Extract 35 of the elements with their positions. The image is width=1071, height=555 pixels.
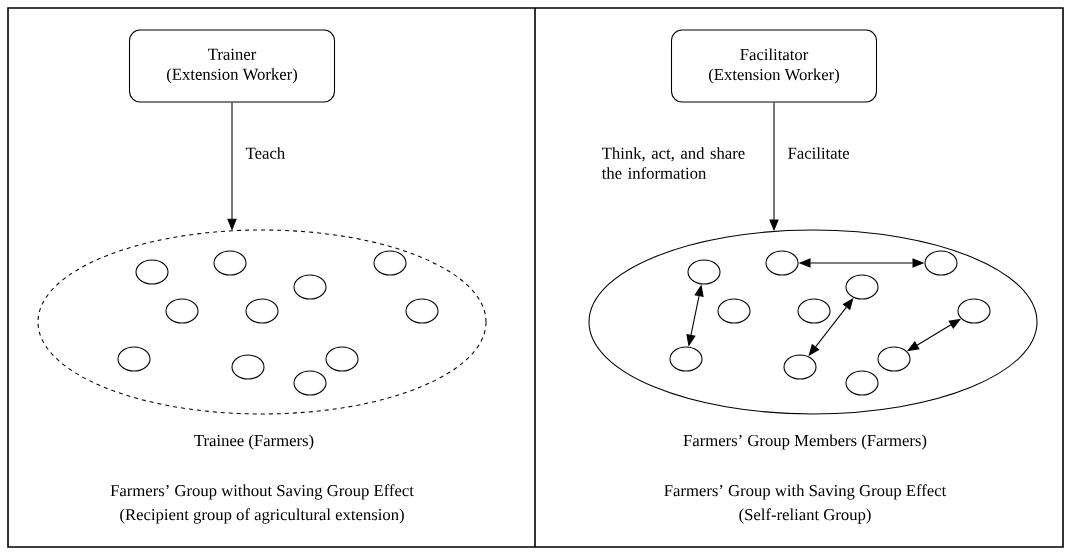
farmer-circle: [924, 250, 958, 276]
farmer-circle: [373, 250, 407, 276]
farmer-circle: [245, 298, 279, 324]
note-text: Think, act, and share the information: [601, 147, 745, 179]
panel-caption: Farmers’ Group with Saving Group Effect: [664, 484, 947, 500]
farmer-circle: [325, 346, 359, 372]
farmer-circle: [231, 354, 265, 380]
farmer-circle: [845, 370, 879, 396]
farmer-circle: [877, 346, 911, 372]
farmer-circle: [165, 298, 199, 324]
group-ellipse: [588, 229, 1038, 415]
edge-label: Teach: [245, 147, 285, 159]
role-box: Facilitator (Extension Worker): [670, 29, 878, 103]
edge-label: Facilitate: [788, 147, 850, 159]
farmer-circle: [293, 274, 327, 300]
farmer-circle: [405, 298, 439, 324]
farmer-circle: [845, 274, 879, 300]
farmer-circle: [765, 250, 799, 276]
farmer-circle: [669, 346, 703, 372]
farmer-circle: [957, 298, 991, 324]
farmer-circle: [717, 298, 751, 324]
panel-caption: (Recipient group of agricultural extension): [120, 508, 404, 524]
panel-caption: Farmers’ Group without Saving Group Effect: [110, 484, 414, 500]
role-box: Trainer (Extension Worker): [128, 29, 336, 103]
farmer-circle: [117, 346, 151, 372]
group-ellipse: [37, 229, 487, 415]
farmer-circle: [293, 370, 327, 396]
farmer-circle: [783, 354, 817, 380]
group-caption: Farmers’ Group Members (Farmers): [683, 434, 927, 450]
group-caption: Trainee (Farmers): [194, 434, 314, 450]
panel-caption: (Self-reliant Group): [739, 508, 871, 524]
farmer-circle: [797, 298, 831, 324]
farmer-circle: [687, 259, 721, 285]
farmer-circle: [213, 250, 247, 276]
farmer-circle: [135, 259, 169, 285]
